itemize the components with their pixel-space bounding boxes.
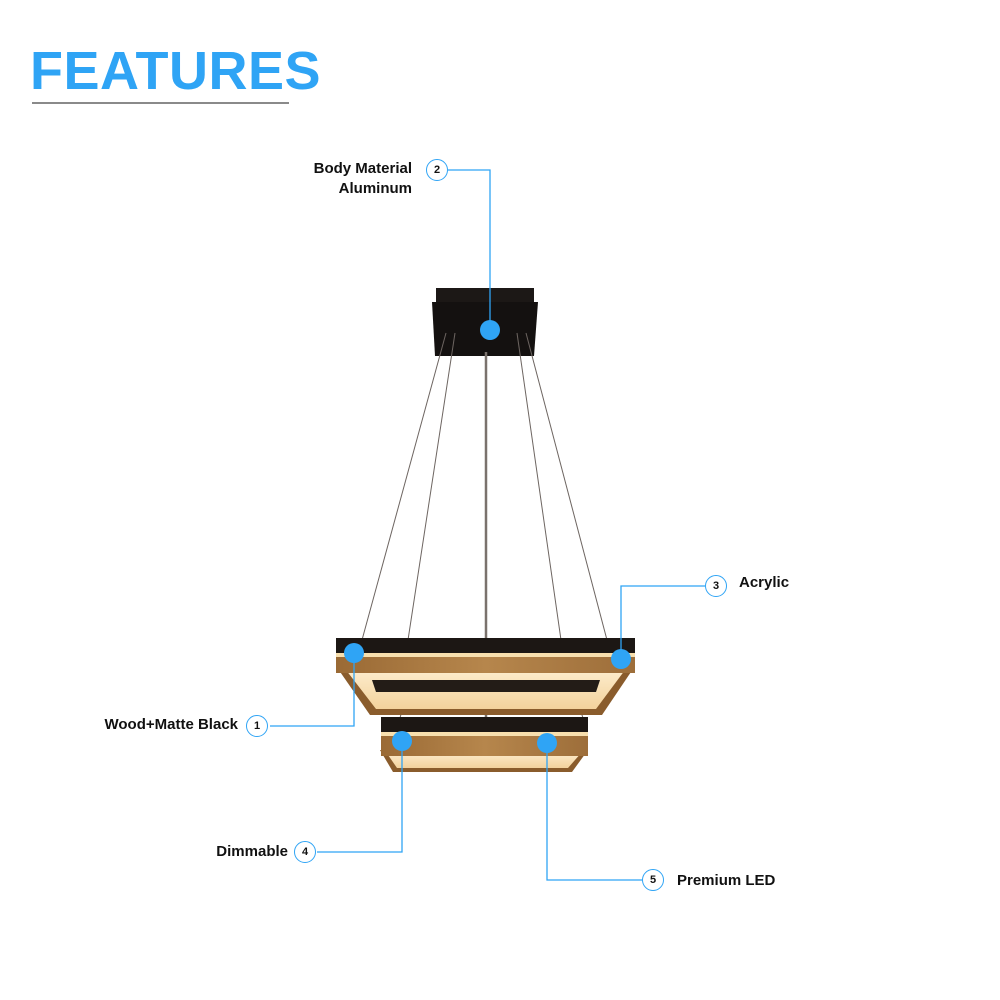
title-underline bbox=[32, 102, 289, 104]
page-title: FEATURES bbox=[30, 41, 322, 101]
callout-label-line2: Aluminum bbox=[338, 180, 412, 197]
callout-badge-3: 3 bbox=[705, 575, 727, 597]
lower-tier-frame bbox=[380, 717, 588, 772]
callout-badge-5: 5 bbox=[642, 869, 664, 891]
callout-dots bbox=[344, 320, 631, 753]
callout-badge-2: 2 bbox=[426, 159, 448, 181]
callout-label-body-material: Body Material Aluminum bbox=[314, 159, 412, 199]
callout-dot-3 bbox=[611, 649, 631, 669]
callout-lines bbox=[270, 169, 705, 881]
callout-dot-2 bbox=[480, 320, 500, 340]
callout-badge-1: 1 bbox=[246, 715, 268, 737]
callout-label-dimmable: Dimmable bbox=[216, 843, 288, 860]
callout-label-line1: Body Material bbox=[313, 160, 412, 177]
callout-label-premium-led: Premium LED bbox=[677, 872, 776, 889]
callout-dot-1 bbox=[344, 643, 364, 663]
callout-dot-4 bbox=[392, 731, 412, 751]
callout-label-wood-matte-black: Wood+Matte Black bbox=[104, 716, 239, 733]
callout-label-acrylic: Acrylic bbox=[739, 574, 790, 591]
upper-tier-frame bbox=[336, 638, 635, 715]
callout-badge-4: 4 bbox=[294, 841, 316, 863]
callout-dot-5 bbox=[537, 733, 557, 753]
